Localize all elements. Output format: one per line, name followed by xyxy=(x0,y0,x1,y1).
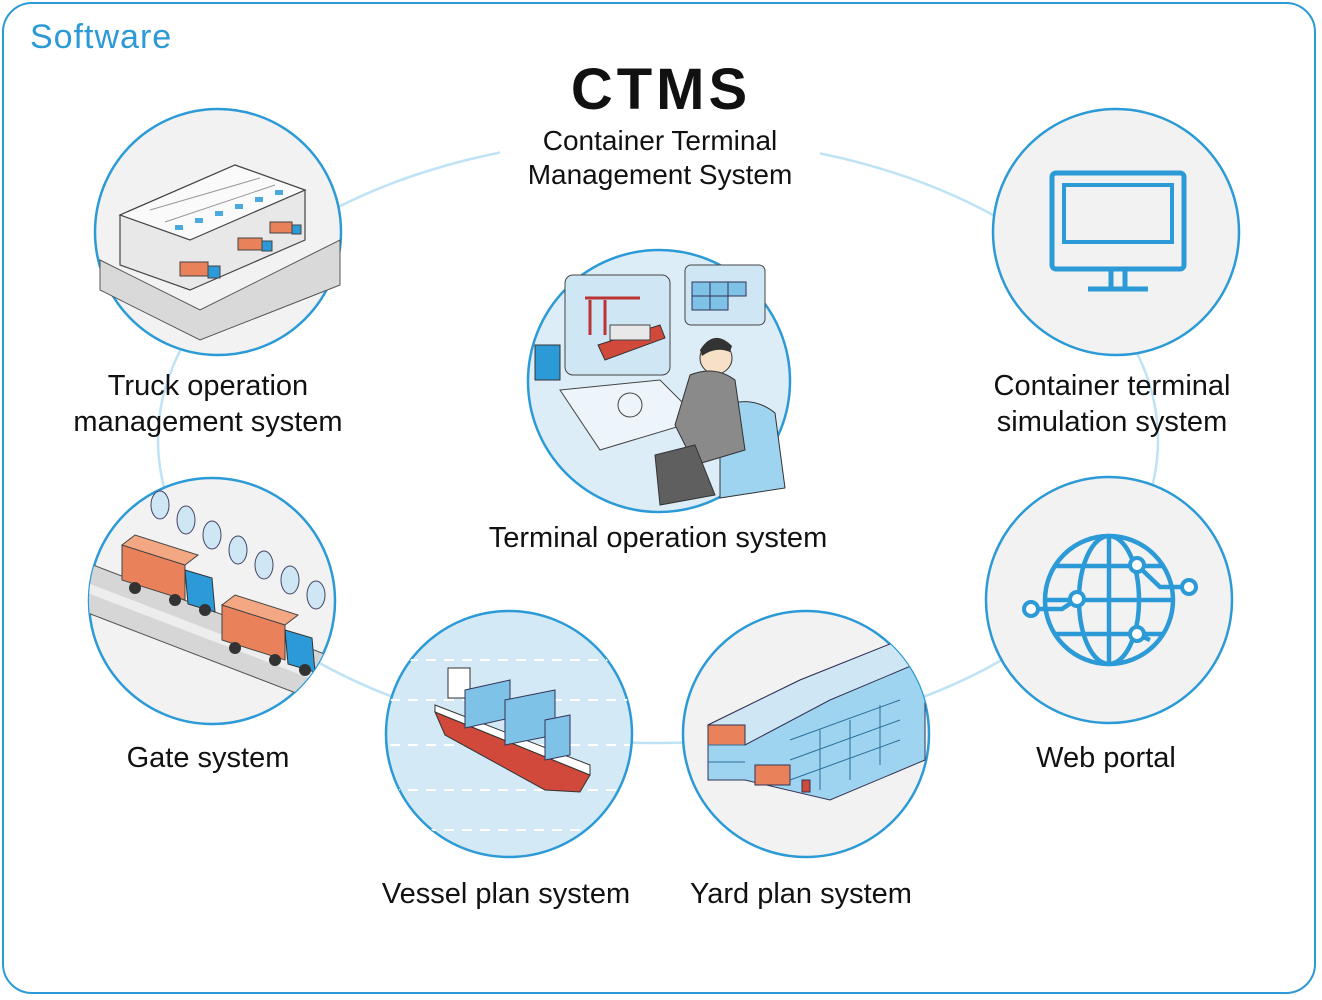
diagram-subtitle: Container Terminal Management System xyxy=(500,124,820,192)
monitor-icon xyxy=(991,107,1241,357)
globe-network-icon xyxy=(984,475,1234,725)
section-label: Software xyxy=(30,18,173,56)
truck-label-line-1: Truck operation xyxy=(107,370,309,402)
trucks-illustration xyxy=(87,476,337,726)
subtitle-line-2: Management System xyxy=(527,159,793,190)
simulation-label-line-2: simulation system xyxy=(996,406,1228,438)
yard-plan-label: Yard plan system xyxy=(690,878,912,910)
diagram-title: CTMS xyxy=(570,57,752,122)
operator-illustration xyxy=(526,248,792,514)
ship-illustration xyxy=(384,609,634,859)
simulation-label-line-1: Container terminal xyxy=(993,370,1231,402)
truck-label-line-2: management system xyxy=(73,406,343,438)
truck-operation-label: Truck operation management system xyxy=(48,368,368,440)
vessel-plan-label: Vessel plan system xyxy=(381,878,631,910)
subtitle-line-1: Container Terminal xyxy=(542,125,778,156)
terminal-operation-label: Terminal operation system xyxy=(488,522,828,554)
warehouse-illustration xyxy=(93,107,343,357)
yard-containers-illustration xyxy=(681,609,931,859)
gate-label: Gate system xyxy=(126,742,290,774)
web-portal-label: Web portal xyxy=(1036,742,1176,774)
simulation-label: Container terminal simulation system xyxy=(952,368,1272,440)
